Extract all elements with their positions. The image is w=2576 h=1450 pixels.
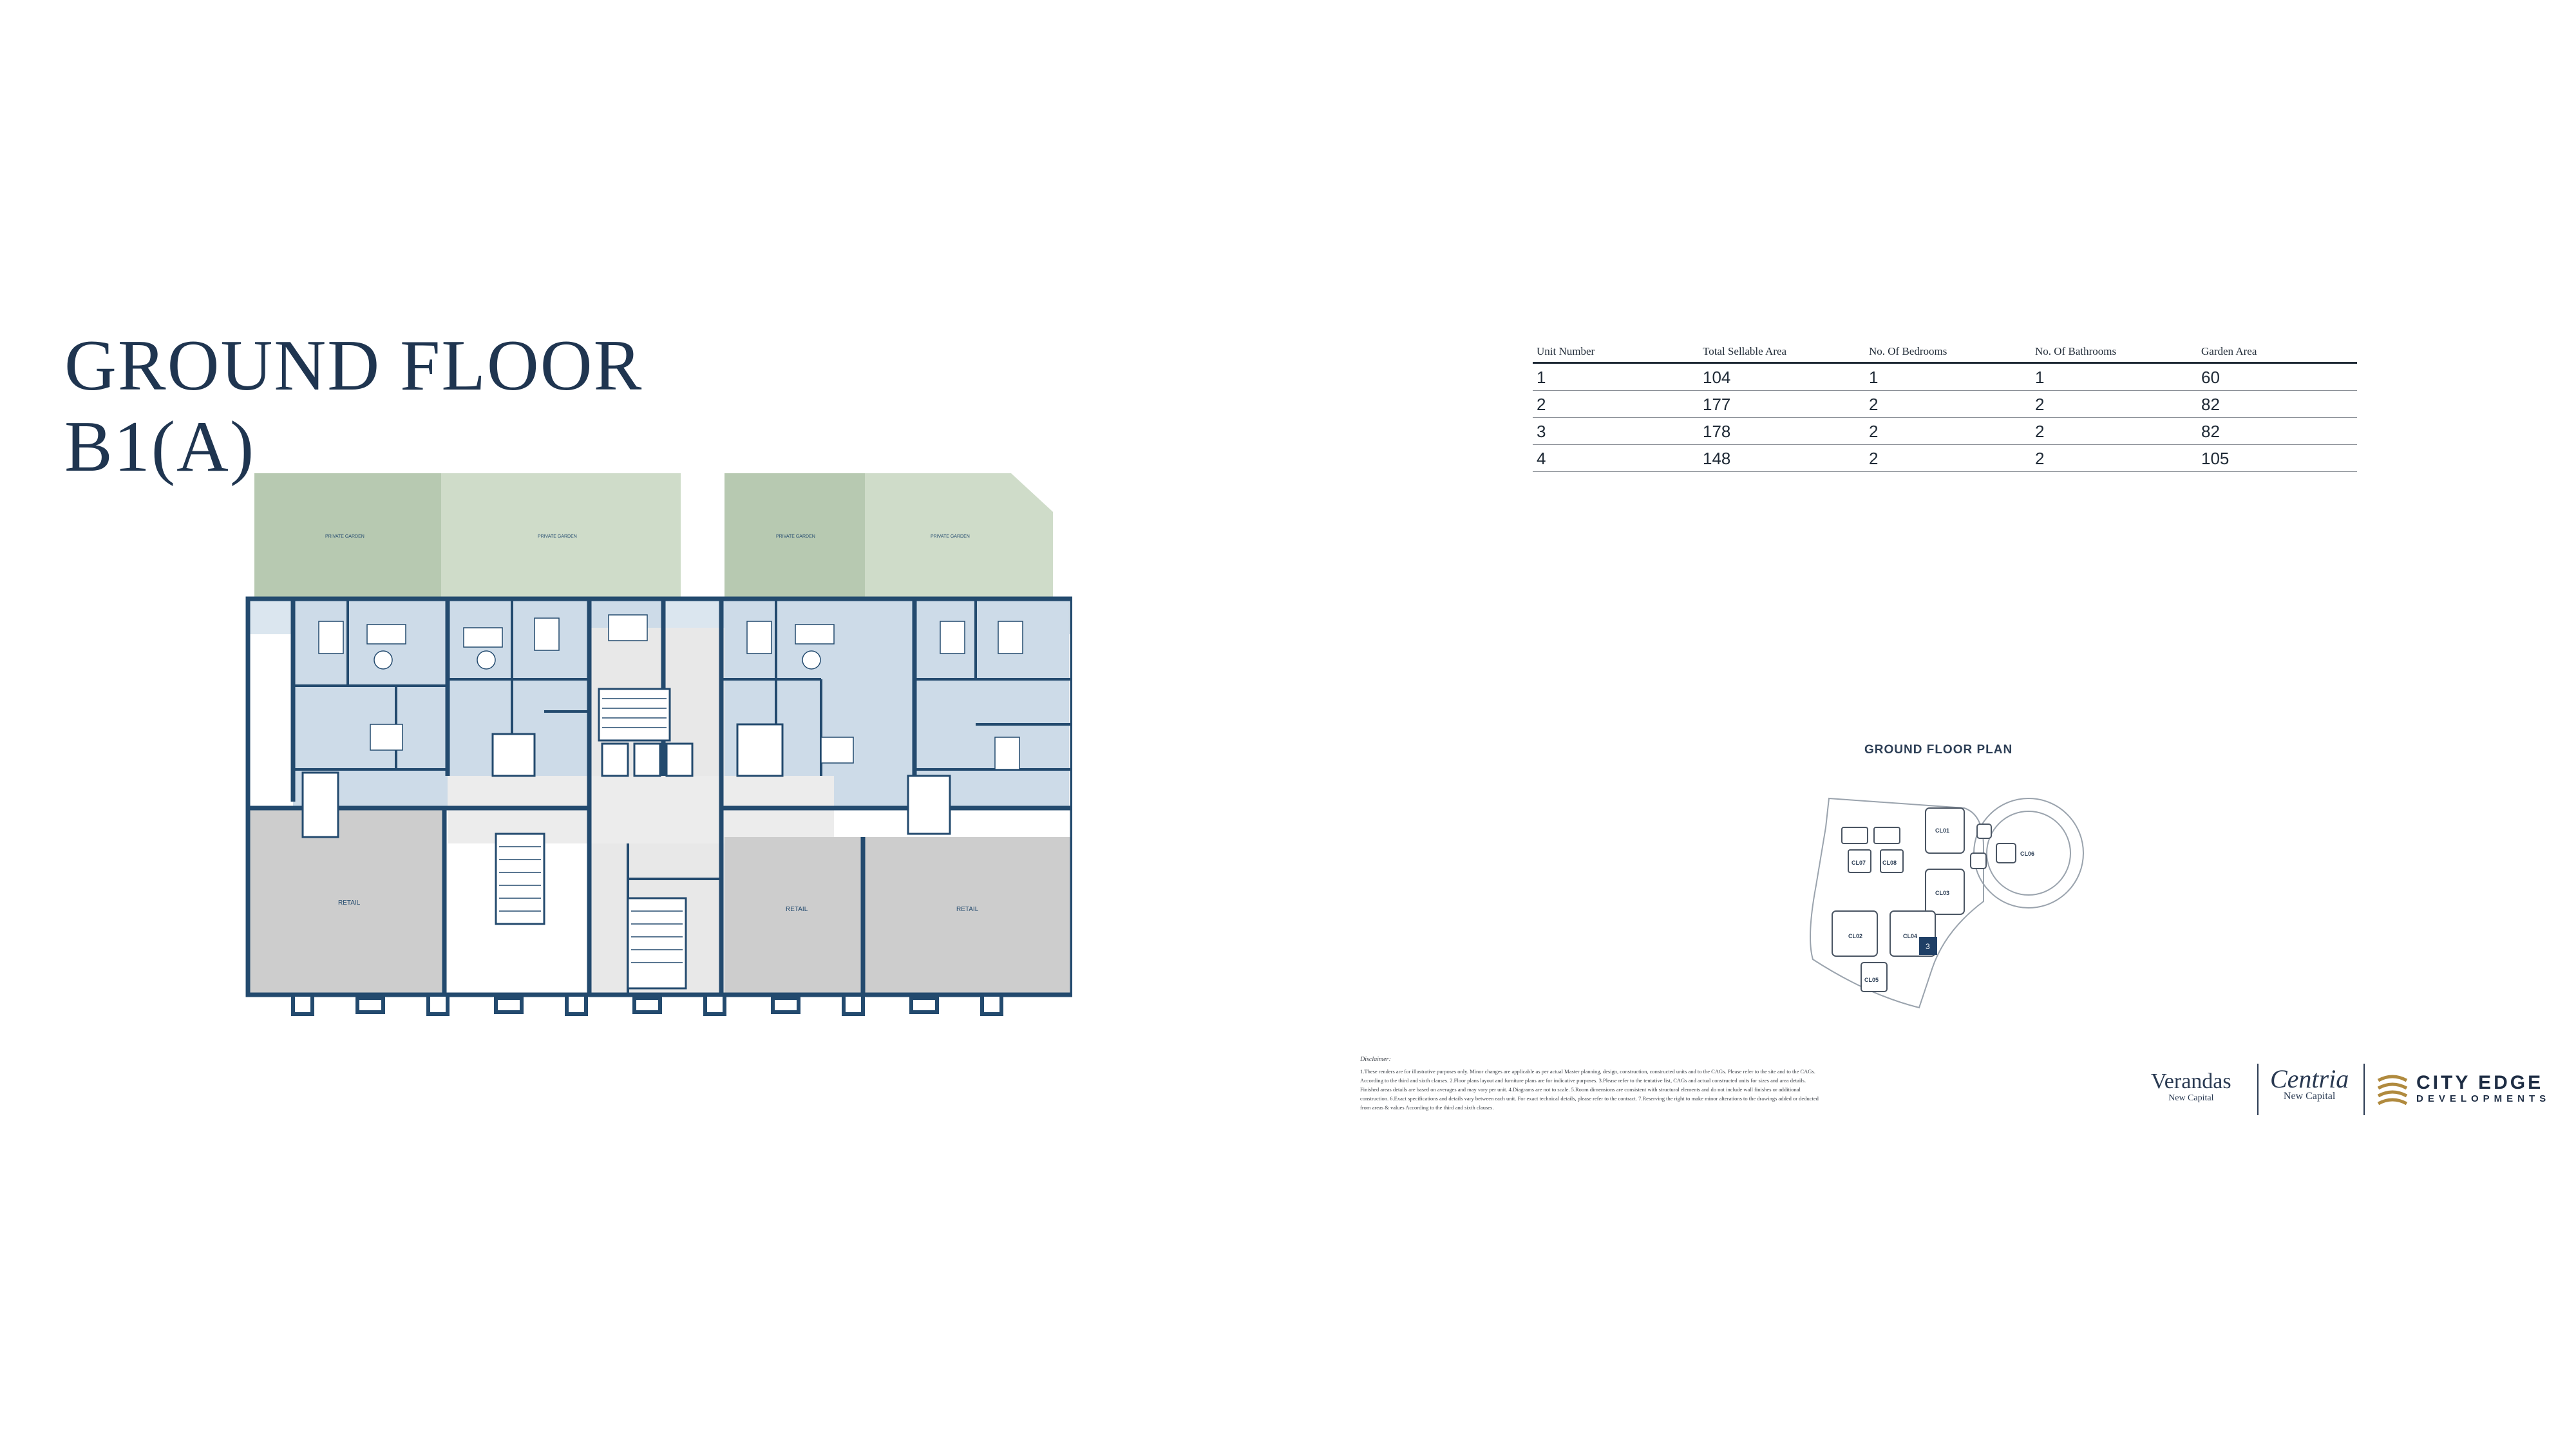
table-cell: 82 [2197,390,2357,418]
key-plan-highlight-unit [1919,937,1937,955]
table-row: 4 148 2 2 105 [1533,444,2357,472]
apartment-unit4 [876,599,1069,808]
table-header: No. Of Bathrooms [2031,343,2197,364]
table-cell: 2 [2031,417,2197,445]
key-plan-label-cl01: CL01 [1935,827,1949,834]
units-table: Unit Number Total Sellable Area No. Of B… [1533,343,2357,472]
table-cell: 2 [1533,390,1699,418]
city-edge-logo-name: CITY EDGE [2416,1072,2544,1093]
floor-plan: RETAIL RETAIL RETAIL PRIVATE GARDEN PRIV… [245,473,1072,1016]
logo-divider [2363,1064,2365,1115]
logo-divider [2257,1064,2259,1115]
table-cell: 2 [2031,390,2197,418]
garden-unit1 [254,473,441,602]
table-header: Garden Area [2197,343,2357,364]
retail-left [248,808,444,995]
table-cell: 177 [1699,390,1865,418]
table-cell: 2 [1865,444,2031,472]
garden-unit1-label: PRIVATE GARDEN [325,534,365,539]
centria-logo: Centria New Capital [2270,1064,2349,1102]
disclaimer: Disclaimer: 1.These renders are for illu… [1360,1056,1824,1112]
verandas-logo: Verandas New Capital [2151,1070,2231,1104]
disclaimer-text: 1.These renders are for illustrative pur… [1360,1068,1819,1111]
table-cell: 148 [1699,444,1865,472]
key-plan: 3 CL01 CL02 CL03 CL04 CL05 CL06 CL07 CL0… [1810,797,2084,1009]
city-edge-logo: CITY EDGE DEVELOPMENTS [2416,1072,2551,1105]
key-plan-label-cl07: CL07 [1852,860,1866,866]
key-plan-label-cl06: CL06 [2020,851,2034,857]
verandas-logo-sub: New Capital [2168,1093,2214,1103]
key-plan-highlight-label: 3 [1926,942,1930,951]
table-header-row: Unit Number Total Sellable Area No. Of B… [1533,343,2357,364]
garden-unit4 [865,473,1053,602]
garden-unit3-label: PRIVATE GARDEN [776,534,815,539]
table-cell: 4 [1533,444,1699,472]
city-edge-mark-icon [2377,1075,2408,1106]
table-cell: 178 [1699,417,1865,445]
city-edge-logo-sub: DEVELOPMENTS [2416,1093,2551,1104]
table-cell: 2 [1865,390,2031,418]
key-plan-label-cl05: CL05 [1864,977,1879,983]
key-plan-label-cl02: CL02 [1848,933,1862,939]
table-cell: 1 [2031,362,2197,391]
key-plan-label-cl03: CL03 [1935,890,1949,896]
key-plan-label-cl04: CL04 [1903,933,1917,939]
retail-right [863,837,1072,995]
retail-mid [724,837,863,995]
centria-logo-sub: New Capital [2283,1091,2336,1102]
table-row: 2 177 2 2 82 [1533,390,2357,418]
retail-mid-label: RETAIL [786,906,808,913]
table-cell: 1 [1533,362,1699,391]
key-plan-label-cl08: CL08 [1882,860,1897,866]
retail-left-label: RETAIL [338,899,361,907]
arcade-columns [291,993,1003,1016]
disclaimer-heading: Disclaimer: [1360,1056,1391,1063]
page-title-line2: B1(A) [64,407,256,487]
page-title: GROUND FLOOR B1(A) [64,325,643,487]
key-plan-title: GROUND FLOOR PLAN [1864,743,2013,757]
garden-unit2 [441,473,681,602]
table-header: Unit Number [1533,343,1699,364]
garden-unit2-label: PRIVATE GARDEN [538,534,577,539]
table-cell: 104 [1699,362,1865,391]
table-cell: 3 [1533,417,1699,445]
table-cell: 1 [1865,362,2031,391]
table-cell: 105 [2197,444,2357,472]
table-row: 3 178 2 2 82 [1533,417,2357,445]
garden-unit3 [724,473,865,602]
table-cell: 60 [2197,362,2357,391]
garden-unit4-label: PRIVATE GARDEN [931,534,970,539]
table-row: 1 104 1 1 60 [1533,362,2357,391]
table-cell: 2 [1865,417,2031,445]
page-title-line1: GROUND FLOOR [64,326,643,406]
table-header: Total Sellable Area [1699,343,1865,364]
table-cell: 2 [2031,444,2197,472]
verandas-logo-name: Verandas [2151,1069,2231,1093]
table-header: No. Of Bedrooms [1865,343,2031,364]
table-cell: 82 [2197,417,2357,445]
centria-logo-name: Centria [2270,1064,2349,1093]
retail-right-label: RETAIL [956,906,979,913]
